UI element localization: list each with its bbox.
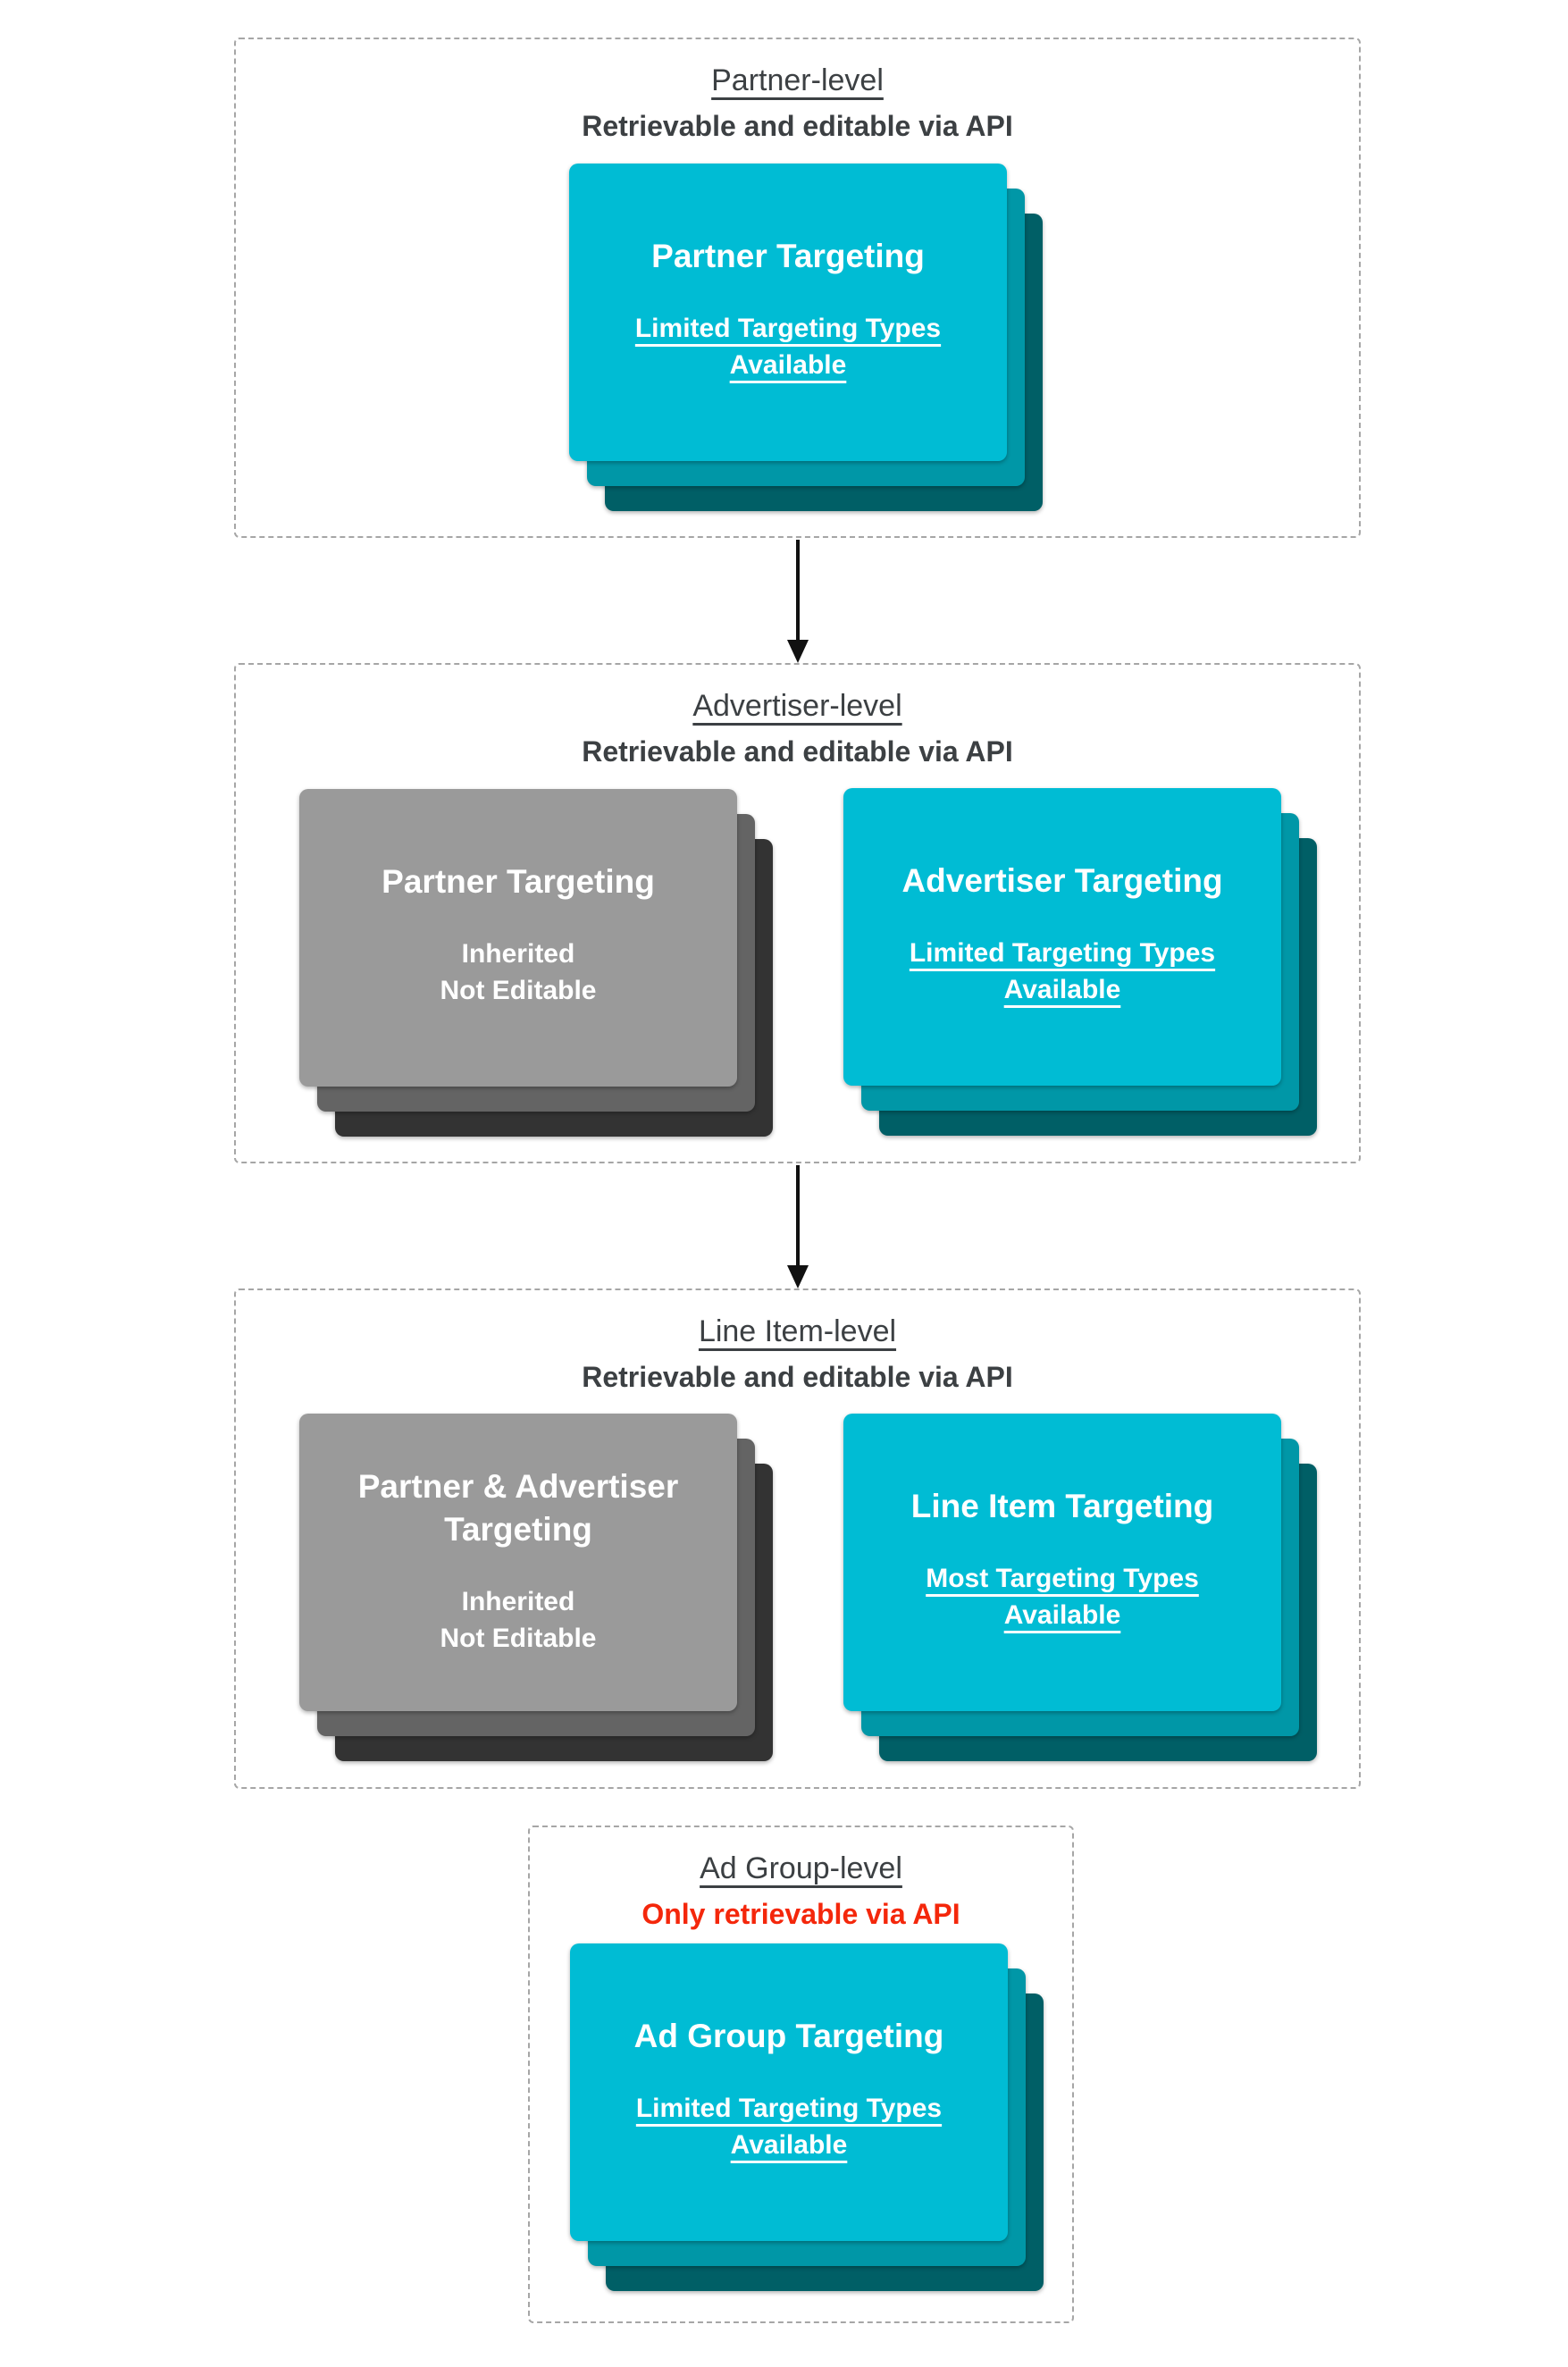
card-body-line: Inherited: [461, 939, 575, 969]
card-body-line: Not Editable: [440, 976, 597, 1005]
section-title: Partner-level: [711, 63, 884, 97]
card-stack-partner-targeting: Partner Targeting Limited Targeting Type…: [569, 164, 1043, 512]
section-advertiser-level: Advertiser-level Retrievable and editabl…: [234, 663, 1361, 1163]
card-body-line: Inherited: [461, 1587, 575, 1616]
section-title: Ad Group-level: [700, 1851, 902, 1885]
section-subtitle: Retrievable and editable via API: [582, 1361, 1013, 1393]
card-title: Partner & Advertiser Targeting: [357, 1468, 679, 1548]
card-body: Inherited Not Editable: [440, 1583, 596, 1657]
card-body-line: Available: [729, 350, 847, 380]
card-title: Partner Targeting: [382, 863, 655, 900]
card-stack-line-item-targeting: Line Item Targeting Most Targeting Types…: [843, 1414, 1317, 1762]
flow-arrow-advertiser-to-line-item: [773, 1165, 823, 1288]
card-body-line: Limited Targeting Types: [635, 2094, 943, 2123]
card-stack-advertiser-targeting: Advertiser Targeting Limited Targeting T…: [843, 788, 1317, 1137]
section-header: Line Item-level Retrievable and editable…: [236, 1290, 1359, 1394]
arrow-down-icon: [787, 1265, 809, 1288]
card-partner-targeting: Partner Targeting Limited Targeting Type…: [569, 164, 1007, 461]
section-line-item-level: Line Item-level Retrievable and editable…: [234, 1288, 1361, 1789]
card-body-line: Available: [730, 2130, 848, 2160]
card-body: Inherited Not Editable: [440, 936, 596, 1009]
section-partner-level: Partner-level Retrievable and editable v…: [234, 38, 1361, 538]
card-ad-group-targeting: Ad Group Targeting Limited Targeting Typ…: [570, 1943, 1008, 2241]
section-ad-group-level: Ad Group-level Only retrievable via API …: [528, 1826, 1074, 2323]
card-advertiser-targeting: Advertiser Targeting Limited Targeting T…: [843, 788, 1281, 1086]
card-title: Line Item Targeting: [910, 1488, 1214, 1524]
card-body: Limited Targeting Types Available: [635, 310, 941, 383]
card-body-line: Available: [1003, 1600, 1121, 1630]
section-subtitle: Retrievable and editable via API: [582, 110, 1013, 142]
card-body-line: Most Targeting Types: [926, 1564, 1199, 1593]
card-body-line: Limited Targeting Types: [634, 314, 942, 343]
section-header: Ad Group-level Only retrievable via API: [530, 1827, 1072, 1931]
section-subtitle: Retrievable and editable via API: [582, 735, 1013, 768]
card-stack-inherited-partner-targeting: Partner Targeting Inherited Not Editable: [299, 789, 773, 1137]
card-title: Partner Targeting: [651, 238, 925, 274]
card-inherited-partner-targeting: Partner Targeting Inherited Not Editable: [299, 789, 737, 1087]
card-body: Most Targeting Types Available: [926, 1560, 1199, 1633]
section-subtitle: Only retrievable via API: [641, 1898, 960, 1930]
card-line-item-targeting: Line Item Targeting Most Targeting Types…: [843, 1414, 1281, 1711]
card-stack-inherited-partner-advertiser-targeting: Partner & Advertiser Targeting Inherited…: [299, 1414, 773, 1762]
arrow-line: [796, 1165, 800, 1265]
arrow-line: [796, 540, 800, 640]
section-header: Partner-level Retrievable and editable v…: [236, 39, 1359, 143]
card-body: Limited Targeting Types Available: [636, 2090, 942, 2163]
card-body-line: Not Editable: [440, 1624, 597, 1653]
section-title: Line Item-level: [698, 1314, 897, 1348]
card-stack-ad-group-targeting: Ad Group Targeting Limited Targeting Typ…: [570, 1943, 1044, 2292]
card-body-line: Available: [1003, 975, 1121, 1004]
section-header: Advertiser-level Retrievable and editabl…: [236, 665, 1359, 768]
card-inherited-partner-advertiser-targeting: Partner & Advertiser Targeting Inherited…: [299, 1414, 737, 1711]
card-body: Limited Targeting Types Available: [910, 935, 1215, 1008]
arrow-down-icon: [787, 640, 809, 663]
card-title: Advertiser Targeting: [901, 862, 1223, 899]
section-title: Advertiser-level: [692, 689, 902, 723]
flow-arrow-partner-to-advertiser: [773, 540, 823, 663]
card-body-line: Limited Targeting Types: [909, 938, 1216, 968]
card-title: Ad Group Targeting: [633, 2018, 944, 2054]
